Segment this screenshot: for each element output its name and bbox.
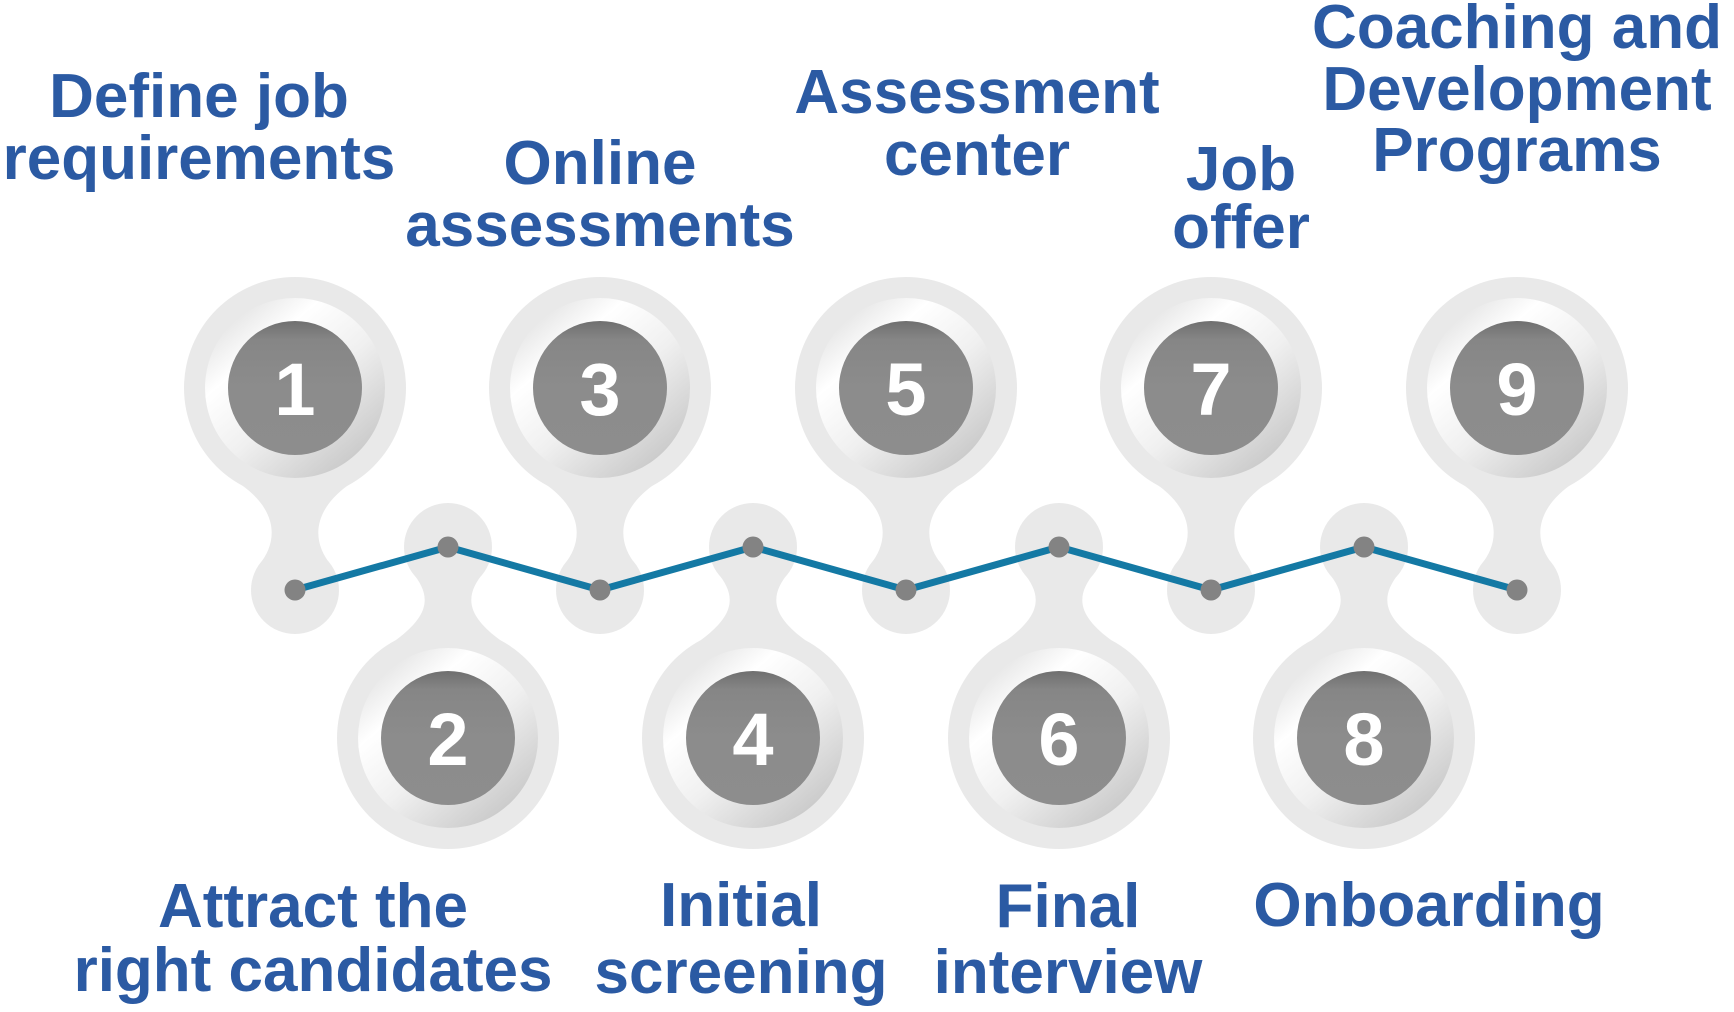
step-7-stem [1159, 486, 1263, 565]
step-1-label-line-1: Define job [49, 62, 349, 131]
step-1-inner-circle [228, 321, 362, 455]
step-5-label-line-2: center [884, 120, 1070, 189]
step-6-label-line-2: interview [934, 938, 1204, 1007]
step-node-8: 8 [1253, 503, 1475, 849]
step-5-connector-dot [895, 579, 917, 601]
step-node-3: 3 [489, 277, 711, 634]
step-5-label-line-1: Assessment [794, 58, 1159, 127]
step-4-stem [701, 572, 805, 640]
step-node-1: 1 [184, 277, 406, 634]
step-2-label-line-2: right candidates [74, 936, 553, 1005]
step-4-label-line-1: Initial [660, 871, 822, 940]
step-6-number: 6 [1038, 698, 1079, 781]
step-2-inner-circle [381, 671, 515, 805]
step-1-label-line-2: requirements [3, 124, 396, 193]
step-2-connector-dot [437, 536, 459, 558]
step-3-label-line-2: assessments [405, 191, 795, 260]
step-9-stem [1465, 486, 1569, 565]
step-9-connector-dot [1506, 579, 1528, 601]
step-7-number: 7 [1190, 348, 1231, 431]
step-1-connector-dot [284, 579, 306, 601]
step-1-number: 1 [274, 348, 315, 431]
step-9-label-line-1: Coaching and [1312, 0, 1722, 62]
step-2-label-line-1: Attract the [158, 872, 468, 941]
step-4-number: 4 [732, 698, 773, 781]
step-4-inner-circle [686, 671, 820, 805]
step-node-5: 5 [795, 277, 1017, 634]
step-4-label-line-2: screening [595, 938, 888, 1007]
step-3-inner-circle [533, 321, 667, 455]
step-node-6: 6 [948, 503, 1170, 849]
step-7-connector-dot [1200, 579, 1222, 601]
step-5-stem [854, 486, 958, 565]
step-7-label-line-2: offer [1172, 193, 1310, 262]
step-8-stem [1312, 572, 1416, 640]
step-8-number: 8 [1343, 698, 1384, 781]
step-node-4: 4 [642, 503, 864, 849]
step-8-label-line-1: Onboarding [1253, 871, 1604, 940]
step-5-inner-circle [839, 321, 973, 455]
step-3-number: 3 [579, 348, 620, 431]
step-3-connector-dot [589, 579, 611, 601]
step-3-label-line-1: Online [504, 129, 697, 198]
step-2-number: 2 [427, 698, 468, 781]
step-5-number: 5 [885, 348, 926, 431]
step-9-number: 9 [1496, 348, 1537, 431]
step-6-connector-dot [1048, 536, 1070, 558]
step-8-inner-circle [1297, 671, 1431, 805]
step-9-label-line-3: Programs [1372, 116, 1661, 185]
step-9-label-line-2: Development [1322, 55, 1711, 124]
step-6-label-line-1: Final [996, 872, 1141, 941]
step-node-7: 7 [1100, 277, 1322, 634]
step-1-stem [243, 486, 347, 565]
step-node-9: 9 [1406, 277, 1628, 634]
step-2-stem [396, 572, 500, 640]
step-7-label-line-1: Job [1186, 135, 1296, 204]
step-3-stem [548, 486, 652, 565]
step-4-connector-dot [742, 536, 764, 558]
step-6-stem [1007, 572, 1111, 640]
step-6-inner-circle [992, 671, 1126, 805]
step-8-connector-dot [1353, 536, 1375, 558]
step-9-inner-circle [1450, 321, 1584, 455]
step-7-inner-circle [1144, 321, 1278, 455]
